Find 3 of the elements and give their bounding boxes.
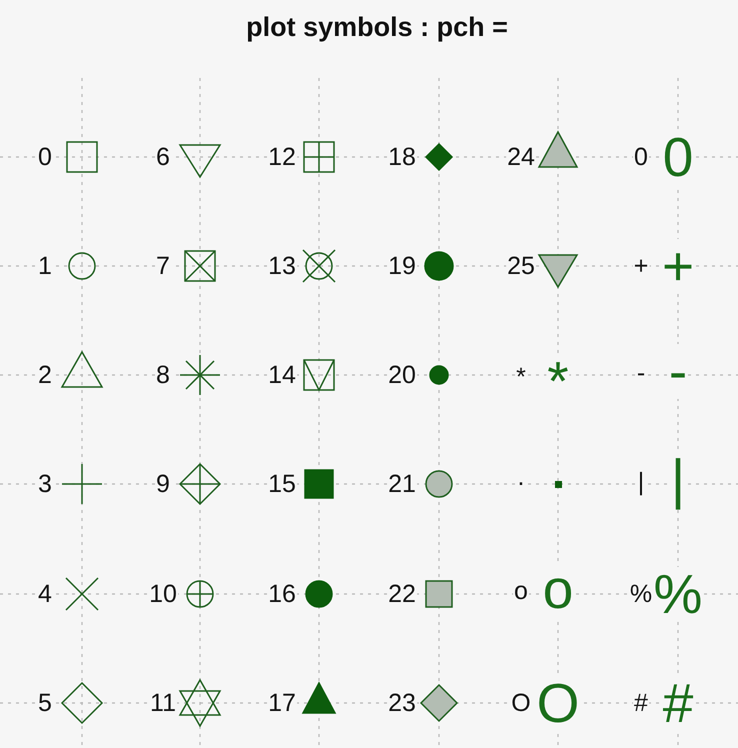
character-symbol: # xyxy=(662,676,694,732)
chart-title: plot symbols : pch = xyxy=(246,12,508,44)
character-symbol: O xyxy=(536,676,580,732)
